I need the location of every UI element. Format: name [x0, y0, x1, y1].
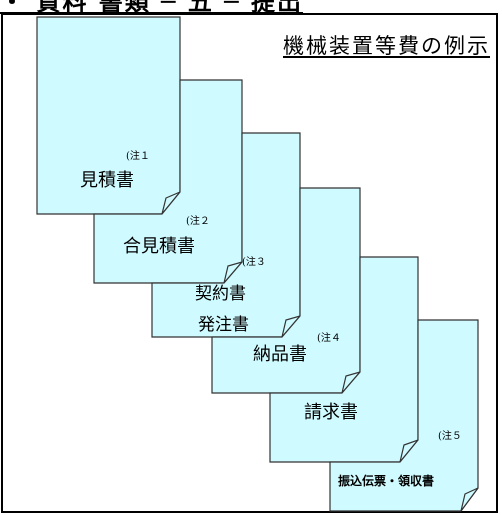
diagram-frame	[1, 13, 498, 513]
note-label-2: (注２	[186, 216, 210, 227]
note-label-4: (注４	[317, 333, 341, 344]
document-page-furikomi	[329, 319, 479, 512]
top-banner-text: ・ 資料 書類 ─ 五 ─ 提出	[0, 0, 304, 16]
doc-label-aimitsumori: 合見積書	[123, 236, 195, 257]
note-label-5: (注５	[438, 431, 462, 442]
note-label-1: (注１	[126, 151, 150, 162]
doc-label-nouhin: 納品書	[253, 344, 307, 365]
doc-label-hacchu: 発注書	[198, 315, 249, 335]
doc-label-keiyaku: 契約書	[195, 284, 246, 304]
doc-label-furikomi: 振込伝票・領収書	[338, 474, 435, 488]
diagram-title: 機械装置等費の例示	[283, 34, 490, 58]
note-label-3: (注３	[242, 257, 266, 268]
doc-label-seikyu: 請求書	[304, 402, 358, 423]
doc-label-mitsumori: 見積書	[80, 170, 134, 191]
